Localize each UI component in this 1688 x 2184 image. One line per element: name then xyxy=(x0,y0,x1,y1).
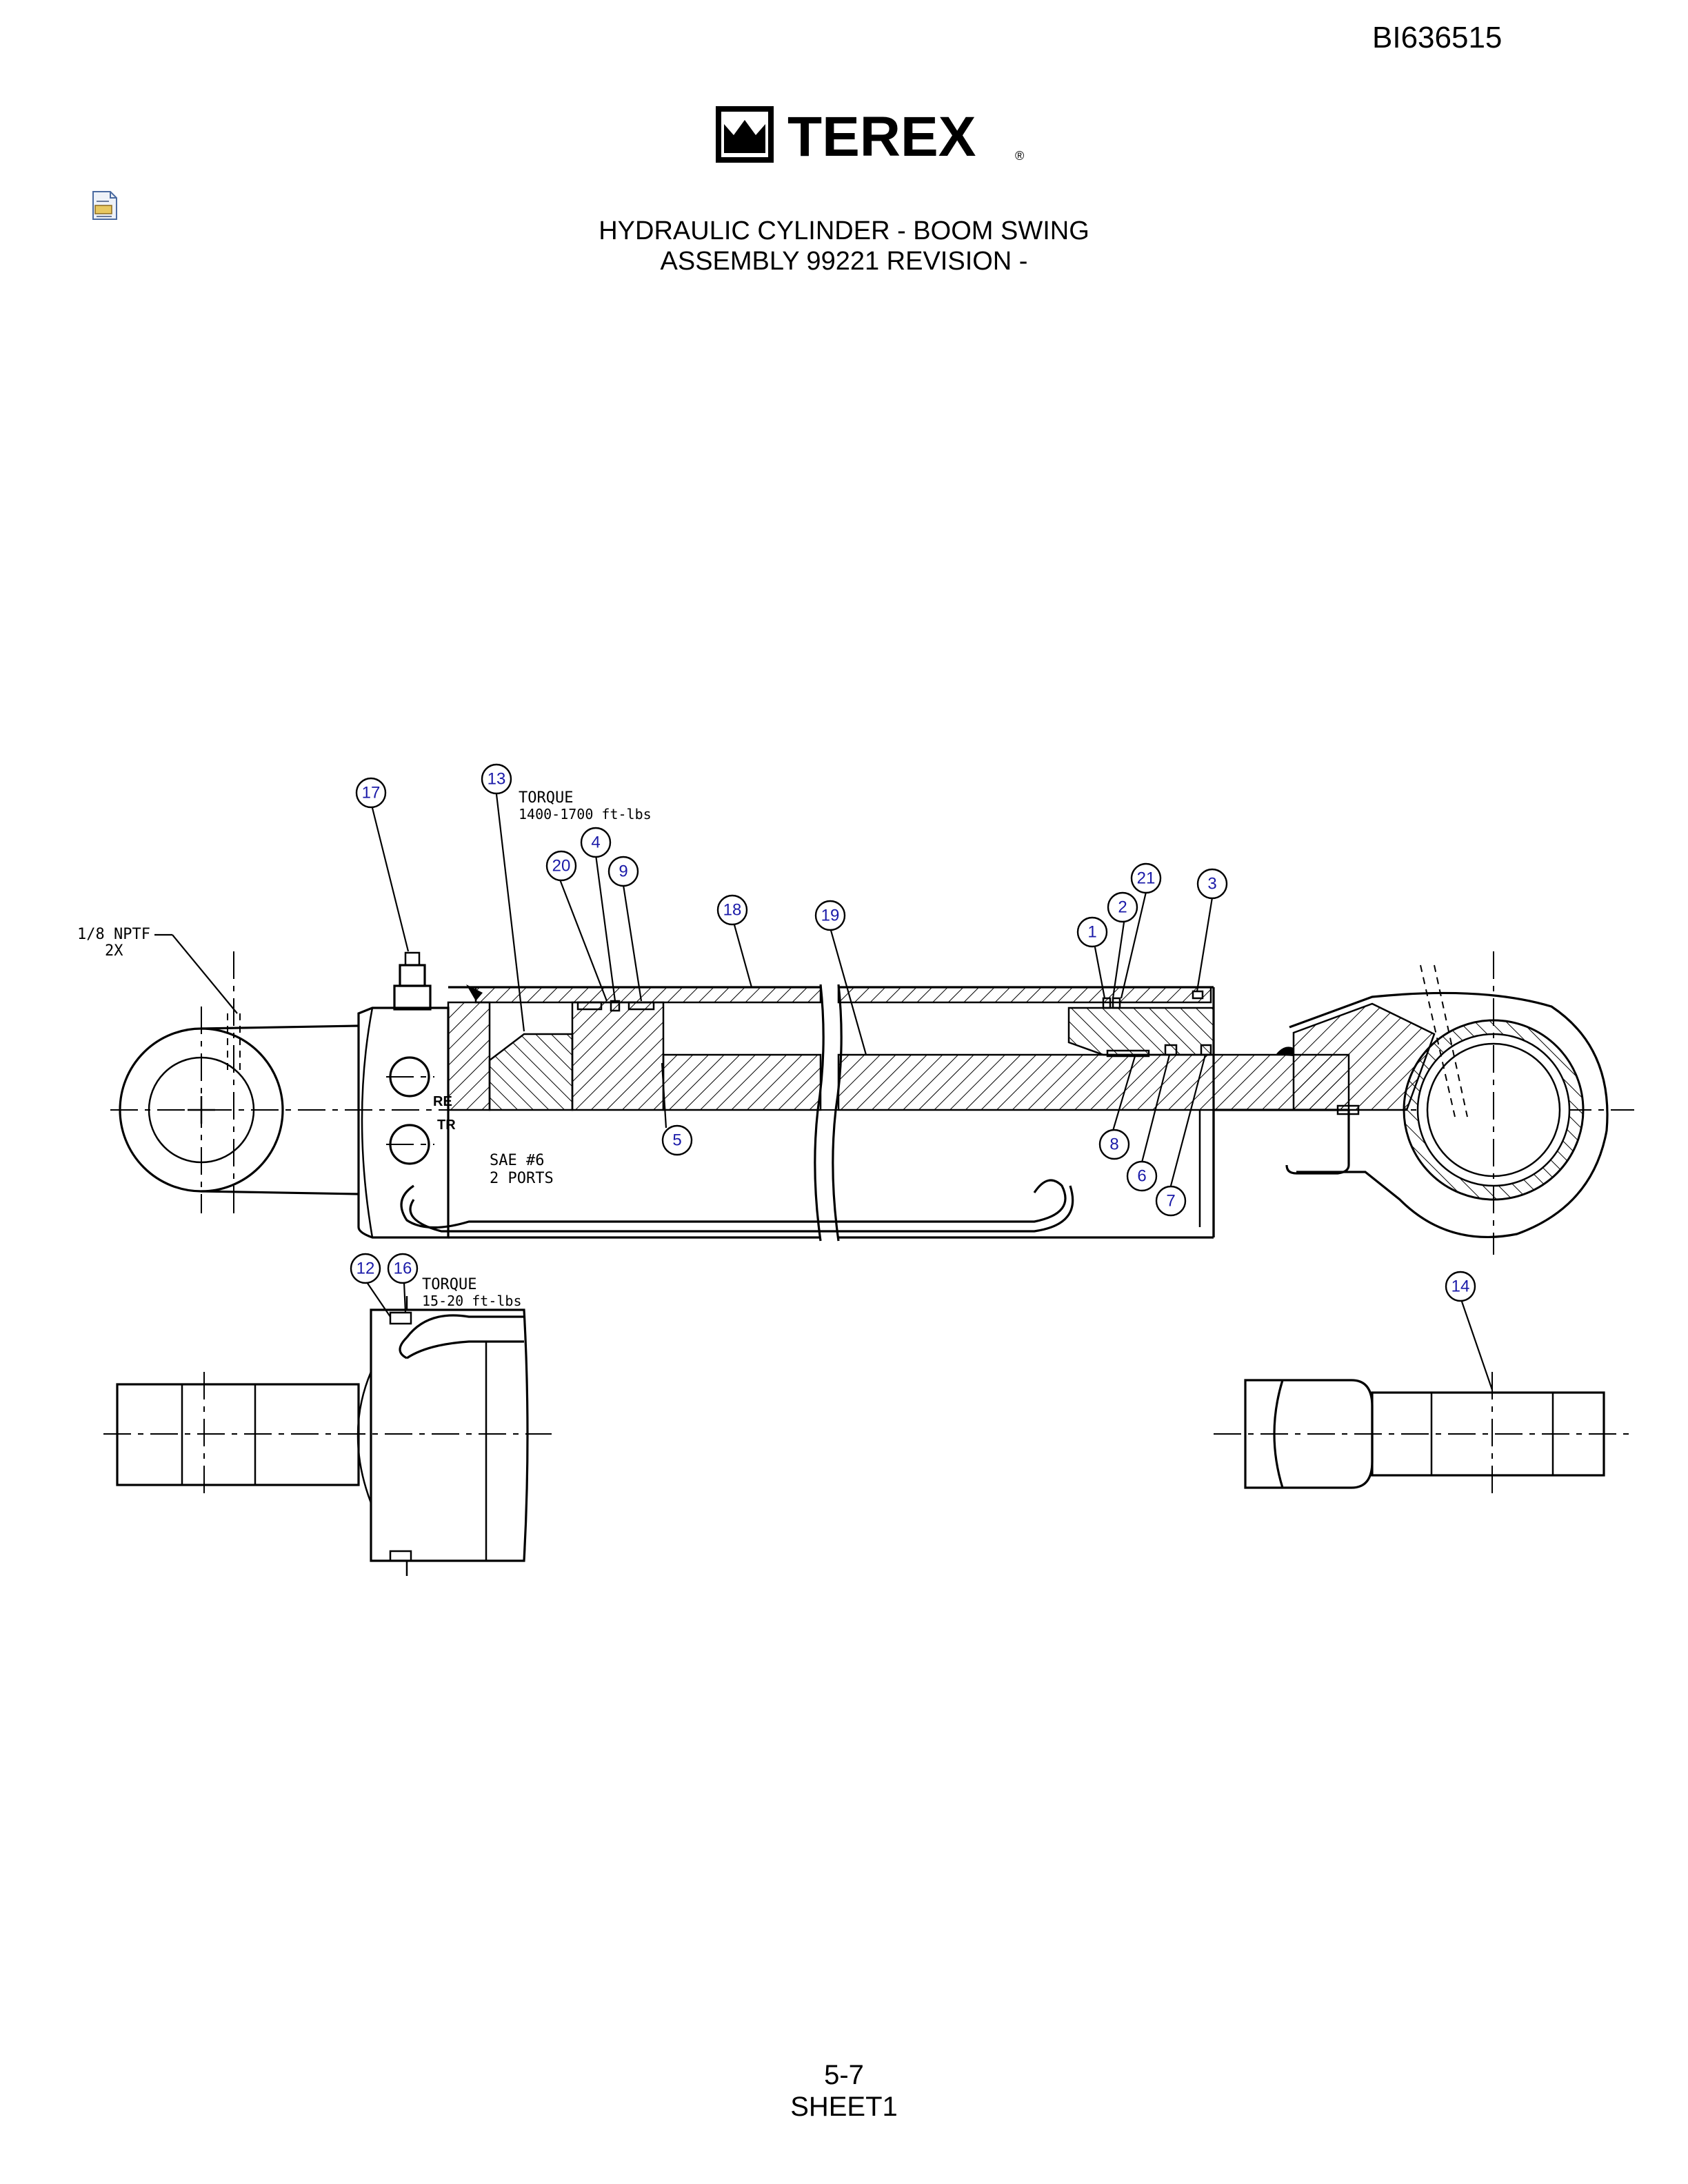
svg-text:1: 1 xyxy=(1087,923,1096,942)
svg-text:16: 16 xyxy=(394,1260,412,1278)
callout-6[interactable]: 6 xyxy=(1126,1160,1158,1192)
torque-note-1-value: 1400-1700 ft-lbs xyxy=(519,806,652,822)
svg-text:14: 14 xyxy=(1451,1277,1470,1296)
torque-note-2-label: TORQUE xyxy=(422,1276,476,1293)
callout-5[interactable]: 5 xyxy=(661,1124,693,1156)
callout-17[interactable]: 17 xyxy=(355,777,387,809)
callout-18[interactable]: 18 xyxy=(716,894,748,926)
port-count-note: 2X xyxy=(105,942,123,960)
svg-text:20: 20 xyxy=(552,857,571,876)
base-eye xyxy=(119,951,359,1213)
svg-text:12: 12 xyxy=(356,1260,375,1278)
page-number: 5-7 xyxy=(824,2060,864,2090)
port-fitting xyxy=(393,951,432,1011)
break-line-right xyxy=(832,984,843,1242)
document-note-icon[interactable] xyxy=(91,190,119,221)
svg-text:7: 7 xyxy=(1166,1192,1175,1211)
callout-21[interactable]: 21 xyxy=(1130,862,1162,894)
terex-logo: TEREX ® xyxy=(716,105,1024,165)
rod-eye xyxy=(1276,951,1609,1255)
sae-port-note: SAE #6 xyxy=(490,1152,544,1169)
svg-text:2: 2 xyxy=(1118,898,1127,917)
base-section xyxy=(447,1001,491,1111)
drawing-title: HYDRAULIC CYLINDER - BOOM SWING xyxy=(599,216,1089,245)
sheet-label: SHEET1 xyxy=(790,2092,898,2122)
callout-1[interactable]: 1 xyxy=(1076,916,1108,948)
piston xyxy=(571,1001,665,1111)
base-end-view xyxy=(103,1296,552,1576)
rod-left xyxy=(662,1053,822,1111)
svg-text:13: 13 xyxy=(488,770,506,789)
hydraulic-tube xyxy=(400,1179,1067,1229)
sae-port-count-note: 2 PORTS xyxy=(490,1170,554,1187)
callout-7[interactable]: 7 xyxy=(1155,1185,1187,1217)
callout-4[interactable]: 4 xyxy=(580,827,612,858)
svg-text:19: 19 xyxy=(821,907,840,925)
callout-12[interactable]: 12 xyxy=(350,1253,381,1284)
callout-2[interactable]: 2 xyxy=(1107,891,1138,923)
document-id: BI636515 xyxy=(1372,21,1503,54)
callout-19[interactable]: 19 xyxy=(814,900,846,931)
callout-8[interactable]: 8 xyxy=(1098,1129,1130,1160)
brand-name: TEREX xyxy=(787,105,976,165)
svg-text:5: 5 xyxy=(672,1131,681,1150)
callout-3[interactable]: 3 xyxy=(1196,868,1228,900)
base-block: RE TR xyxy=(357,1007,456,1239)
callout-20[interactable]: 20 xyxy=(545,850,577,882)
svg-text:®: ® xyxy=(1015,149,1024,163)
drawing-subtitle: ASSEMBLY 99221 REVISION - xyxy=(660,247,1028,276)
svg-text:4: 4 xyxy=(591,833,600,852)
svg-text:9: 9 xyxy=(619,862,627,881)
callout-9[interactable]: 9 xyxy=(607,856,639,887)
rod-right xyxy=(837,1053,1350,1111)
gland xyxy=(1067,1007,1215,1056)
leader-lines xyxy=(366,793,1494,1391)
break-line-left xyxy=(814,984,825,1242)
callout-14[interactable]: 14 xyxy=(1445,1271,1476,1302)
svg-text:18: 18 xyxy=(723,901,742,920)
svg-text:3: 3 xyxy=(1207,875,1216,893)
port-thread-note: 1/8 NPTF xyxy=(77,926,150,943)
piston-nut xyxy=(488,1033,574,1111)
svg-text:17: 17 xyxy=(362,784,381,802)
callout-13[interactable]: 13 xyxy=(481,763,512,795)
port-tr-label: TR xyxy=(437,1118,456,1133)
crown-icon xyxy=(724,120,765,150)
torque-note-2-value: 15-20 ft-lbs xyxy=(422,1293,522,1309)
svg-text:8: 8 xyxy=(1109,1135,1118,1154)
rod-end-view xyxy=(1214,1372,1634,1496)
torque-note-1-label: TORQUE xyxy=(519,789,573,807)
svg-text:21: 21 xyxy=(1137,869,1156,888)
svg-text:6: 6 xyxy=(1137,1167,1146,1186)
callout-16[interactable]: 16 xyxy=(387,1253,419,1284)
